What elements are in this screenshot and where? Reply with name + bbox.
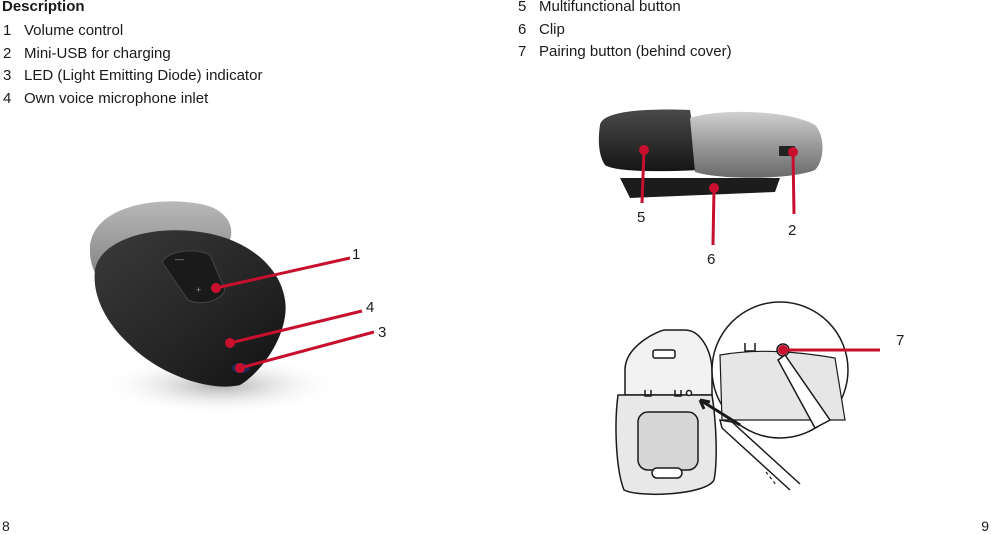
item-number: 4 xyxy=(3,89,12,107)
callout-label-7: 7 xyxy=(896,332,904,349)
page-number-right: 9 xyxy=(981,518,989,534)
callout-dot-5 xyxy=(639,145,649,155)
item-number: 2 xyxy=(3,44,12,62)
item-label: Own voice microphone inlet xyxy=(24,89,209,107)
callout-dot-4 xyxy=(225,338,235,348)
device-black-body xyxy=(94,230,286,387)
device-front-illustration: — + 1 4 3 xyxy=(89,201,386,415)
device-side-illustration: 5 2 6 xyxy=(598,109,823,268)
callout-line-2 xyxy=(791,151,796,215)
callout-line-4 xyxy=(229,309,363,345)
callout-label-5: 5 xyxy=(637,209,645,226)
callout-dot-2 xyxy=(788,147,798,157)
section-heading: Description xyxy=(2,0,85,15)
item-number: 1 xyxy=(3,22,12,39)
clip xyxy=(620,178,780,198)
item-number: 3 xyxy=(3,67,12,84)
page-number-left: 8 xyxy=(2,518,10,534)
stylus-dash-1 xyxy=(765,471,778,487)
arrow-icon xyxy=(698,398,741,427)
callout-label-6: 6 xyxy=(707,251,715,268)
device-side-black xyxy=(598,109,700,172)
item-label: Multifunctional button xyxy=(539,0,681,15)
device-top-view xyxy=(615,329,717,496)
device-side-grey xyxy=(690,111,823,178)
zoom-circle xyxy=(711,301,849,439)
callout-dot-7 xyxy=(778,345,788,355)
callout-label-4: 4 xyxy=(366,299,374,316)
volume-minus-icon: — xyxy=(175,254,184,264)
callout-label-2: 2 xyxy=(788,222,796,239)
item-label: Volume control xyxy=(24,22,124,39)
stylus-icon xyxy=(718,419,801,491)
callout-dot-1 xyxy=(211,283,221,293)
callout-dot-6 xyxy=(709,183,719,193)
callout-line-6 xyxy=(711,187,716,246)
item-label: Pairing button (behind cover) xyxy=(539,43,732,60)
volume-control xyxy=(161,250,226,304)
callout-line-5 xyxy=(640,149,646,204)
callout-line-1 xyxy=(215,256,351,290)
pairing-illustration: 7 xyxy=(615,301,904,496)
item-label: Clip xyxy=(539,20,565,38)
callout-line-3 xyxy=(239,330,375,370)
callout-label-3: 3 xyxy=(378,324,386,341)
callout-label-1: 1 xyxy=(352,246,360,263)
item-number: 6 xyxy=(518,20,527,38)
item-number: 5 xyxy=(518,0,527,15)
volume-plus-icon: + xyxy=(196,285,201,295)
callout-dot-3 xyxy=(235,363,245,373)
pen-icon xyxy=(777,353,832,430)
item-label: LED (Light Emitting Diode) indicator xyxy=(24,67,263,84)
item-label: Mini-USB for charging xyxy=(24,44,171,62)
item-number: 7 xyxy=(518,43,527,60)
